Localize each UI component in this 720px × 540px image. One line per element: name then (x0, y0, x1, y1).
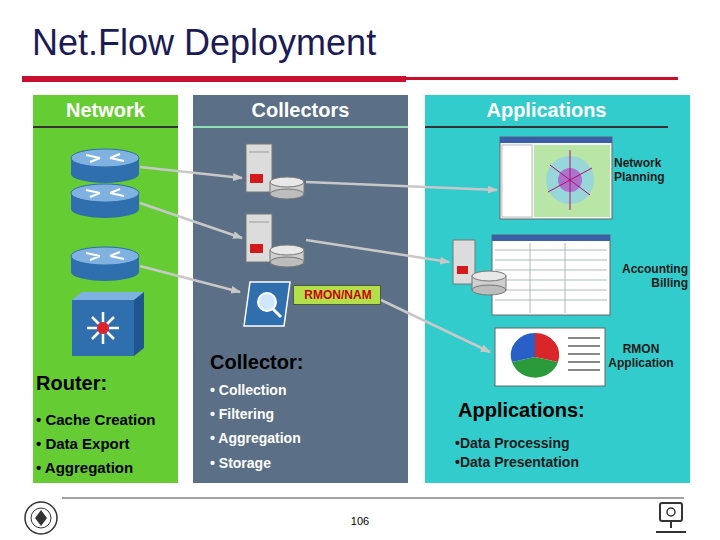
section-heading: Router: (36, 372, 176, 395)
university-logo (25, 502, 57, 534)
box-label: RMON/NAM (294, 289, 382, 303)
panel-heading: Applications (425, 99, 668, 128)
switch-icon (72, 292, 144, 356)
bullet-item: • Cache Creation (36, 411, 178, 428)
router-icon (71, 149, 139, 183)
application-label: Accounting Billing (600, 263, 688, 291)
server-icon (246, 144, 304, 199)
probe-icon (244, 282, 290, 326)
computer-logo (656, 503, 686, 532)
section-heading: Collector: (210, 351, 400, 374)
network-panel: NetworkRouter: • Cache Creation • Data Exp… (33, 95, 178, 483)
bullet-item: • Storage (210, 455, 400, 471)
bullet-item: •Data Presentation (455, 454, 685, 470)
network-planning-screenshot (500, 137, 612, 219)
router-icon (71, 184, 139, 218)
rmon-nam-box: RMON/NAM (293, 285, 381, 305)
applications-panel: ApplicationsApplications: •Data Processin… (425, 95, 690, 483)
bullet-item: • Aggregation (36, 459, 178, 476)
bullet-item: • Data Export (36, 435, 178, 452)
title-rule (22, 76, 406, 82)
server-icon (246, 214, 304, 267)
panel-heading: Collectors (193, 99, 408, 128)
section-heading: Applications: (458, 399, 688, 422)
flow-arrow (140, 167, 497, 352)
panel-heading: Network (33, 99, 178, 128)
slide-title: Net.Flow Deployment (32, 22, 532, 63)
router-icon (71, 247, 139, 281)
bullet-item: •Data Processing (455, 435, 685, 451)
rmon-pie-screenshot (495, 328, 605, 386)
bullet-item: • Aggregation (210, 430, 400, 446)
application-label: RMON Application (598, 343, 684, 371)
title-rule (406, 77, 678, 80)
bullet-item: • Filtering (210, 406, 400, 422)
collectors-panel: CollectorsCollector: • Collection • Filter… (193, 95, 408, 483)
footer-rule (62, 498, 684, 499)
accounting-screenshot (453, 235, 610, 315)
application-label: Network Planning (614, 157, 678, 185)
page-number: 106 (330, 515, 390, 528)
bullet-item: • Collection (210, 382, 400, 398)
